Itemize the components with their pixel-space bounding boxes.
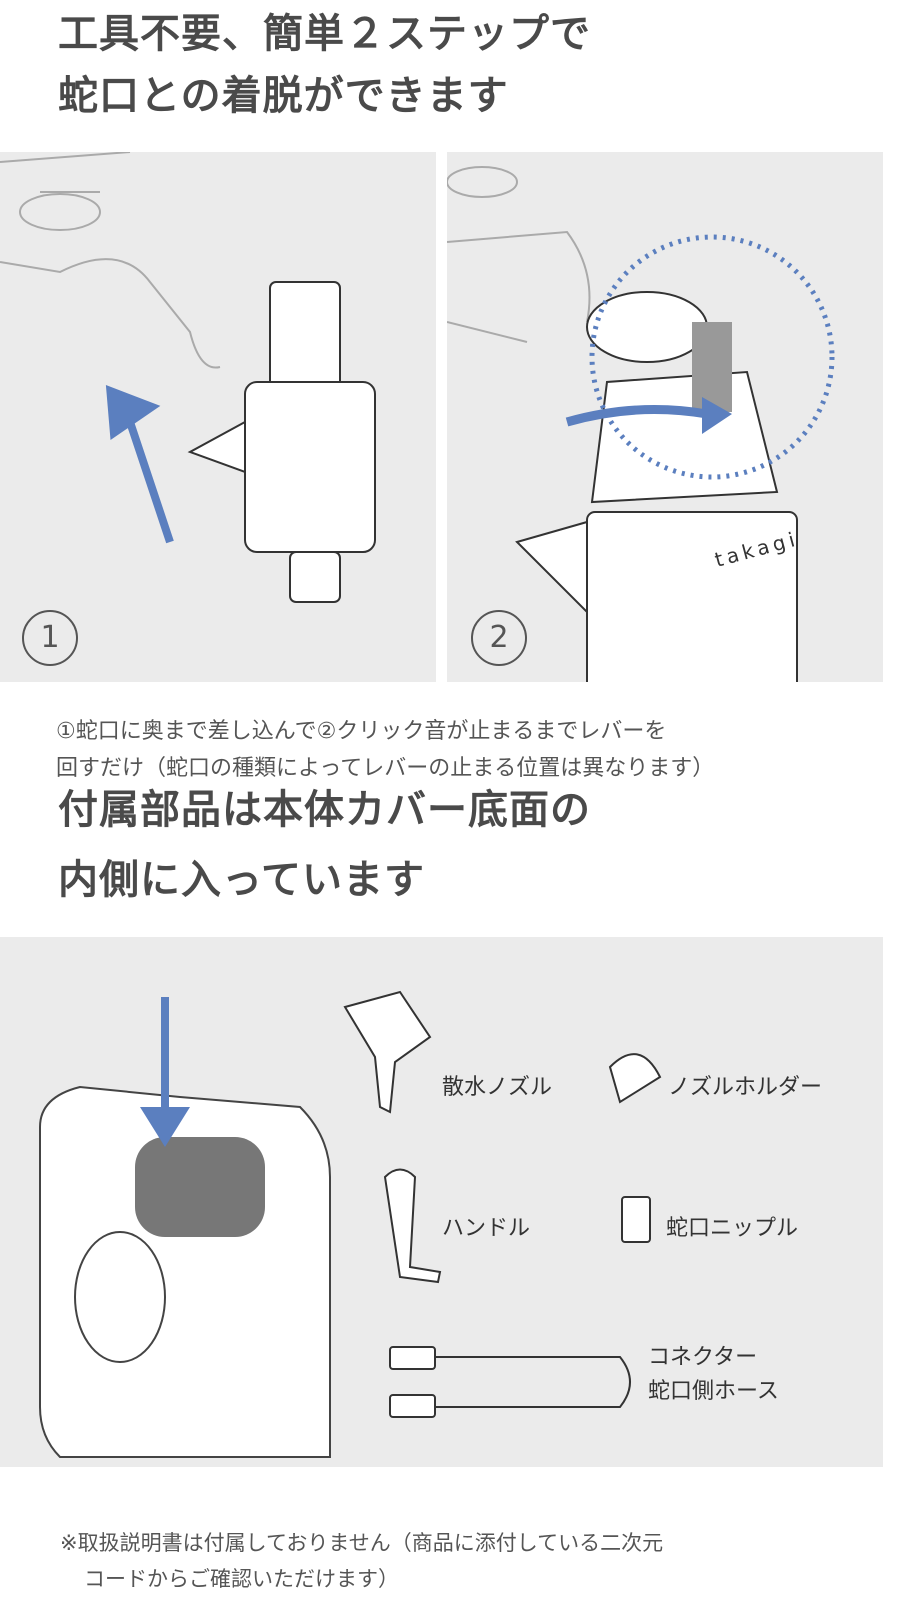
faucet-nipple-icon [621, 1196, 651, 1243]
faucet-insert-illustration [0, 151, 376, 603]
heading-line-1: 工具不要、簡単２ステップで [58, 11, 591, 57]
rotate-arrow-icon [565, 405, 708, 427]
note-line-2: コードからご確認いただけます） [84, 1567, 399, 1591]
handle-icon [383, 1168, 442, 1284]
step-1-panel: 1 [0, 151, 436, 682]
part-label-nozzle-holder: ノズルホルダー [668, 1075, 823, 1100]
note-line-1: ※取扱説明書は付属しておりません（商品に添付している二次元 [60, 1531, 664, 1555]
lever-rotate-illustration: takagi [446, 166, 835, 693]
part-label-faucet-hose: 蛇口側ホース [648, 1379, 779, 1404]
hose-reel-illustration [39, 990, 662, 1458]
step-2-panel: takagi 2 [446, 152, 883, 693]
part-label-handle: ハンドル [442, 1216, 531, 1241]
step-number-2: 2 [471, 610, 527, 666]
heading-line-2: 蛇口との着脱ができます [58, 73, 509, 119]
heading2-line-1: 付属部品は本体カバー底面の [58, 787, 591, 833]
caption-line-2: 回すだけ（蛇口の種類によってレバーの止まる位置は異なります） [56, 756, 715, 781]
step-number-1: 1 [22, 610, 78, 666]
part-label-spray-nozzle: 散水ノズル [442, 1075, 553, 1100]
heading2-line-2: 内側に入っています [58, 857, 425, 903]
part-label-connector: コネクター [648, 1345, 758, 1370]
caption-line-1: ①蛇口に奥まで差し込んで②クリック音が止まるまでレバーを [56, 719, 667, 744]
nozzle-holder-icon [608, 1053, 662, 1104]
accessories-panel: 散水ノズル ノズルホルダー ハンドル 蛇口ニップル コネクター 蛇口側ホース [0, 937, 883, 1467]
part-label-faucet-nipple: 蛇口ニップル [666, 1216, 799, 1241]
connector-hose-icon [400, 1356, 631, 1408]
arrow-up-icon [121, 405, 174, 544]
spray-nozzle-icon [343, 990, 432, 1114]
